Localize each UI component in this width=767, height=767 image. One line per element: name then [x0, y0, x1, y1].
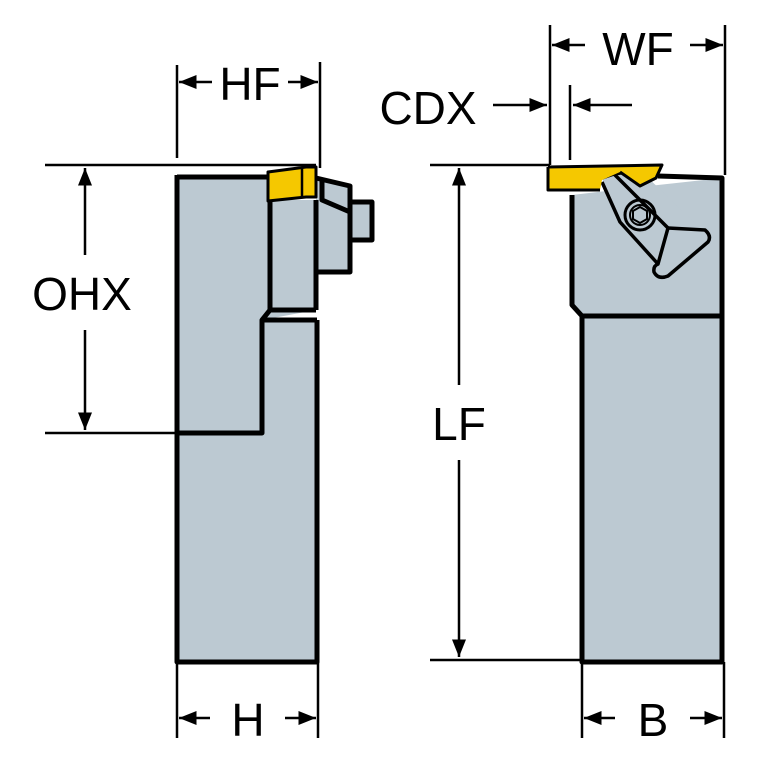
label-b: B — [638, 694, 669, 746]
dimension-wf: WF — [548, 23, 727, 175]
label-cdx: CDX — [379, 82, 476, 134]
left-view — [174, 165, 375, 665]
label-ohx: OHX — [32, 268, 132, 320]
right-insert — [548, 165, 662, 190]
right-head — [572, 178, 722, 316]
left-shank-lower — [177, 320, 317, 660]
left-insert — [268, 167, 316, 201]
label-wf: WF — [602, 23, 674, 75]
label-h: H — [231, 694, 264, 746]
label-hf: HF — [219, 58, 280, 110]
dimension-h: H — [175, 662, 320, 746]
right-shank — [582, 316, 722, 660]
dimension-hf: HF — [175, 58, 322, 168]
clamp-screw-icon — [623, 198, 657, 232]
dimension-ohx: OHX — [32, 163, 316, 435]
left-blade — [262, 200, 316, 320]
right-clamp — [602, 170, 700, 266]
left-clamp-screw — [350, 200, 372, 240]
label-lf: LF — [432, 398, 486, 450]
right-view — [546, 163, 725, 665]
dimension-b: B — [580, 662, 726, 746]
dimension-cdx: CDX — [379, 82, 632, 160]
dimension-lf: LF — [430, 163, 582, 662]
